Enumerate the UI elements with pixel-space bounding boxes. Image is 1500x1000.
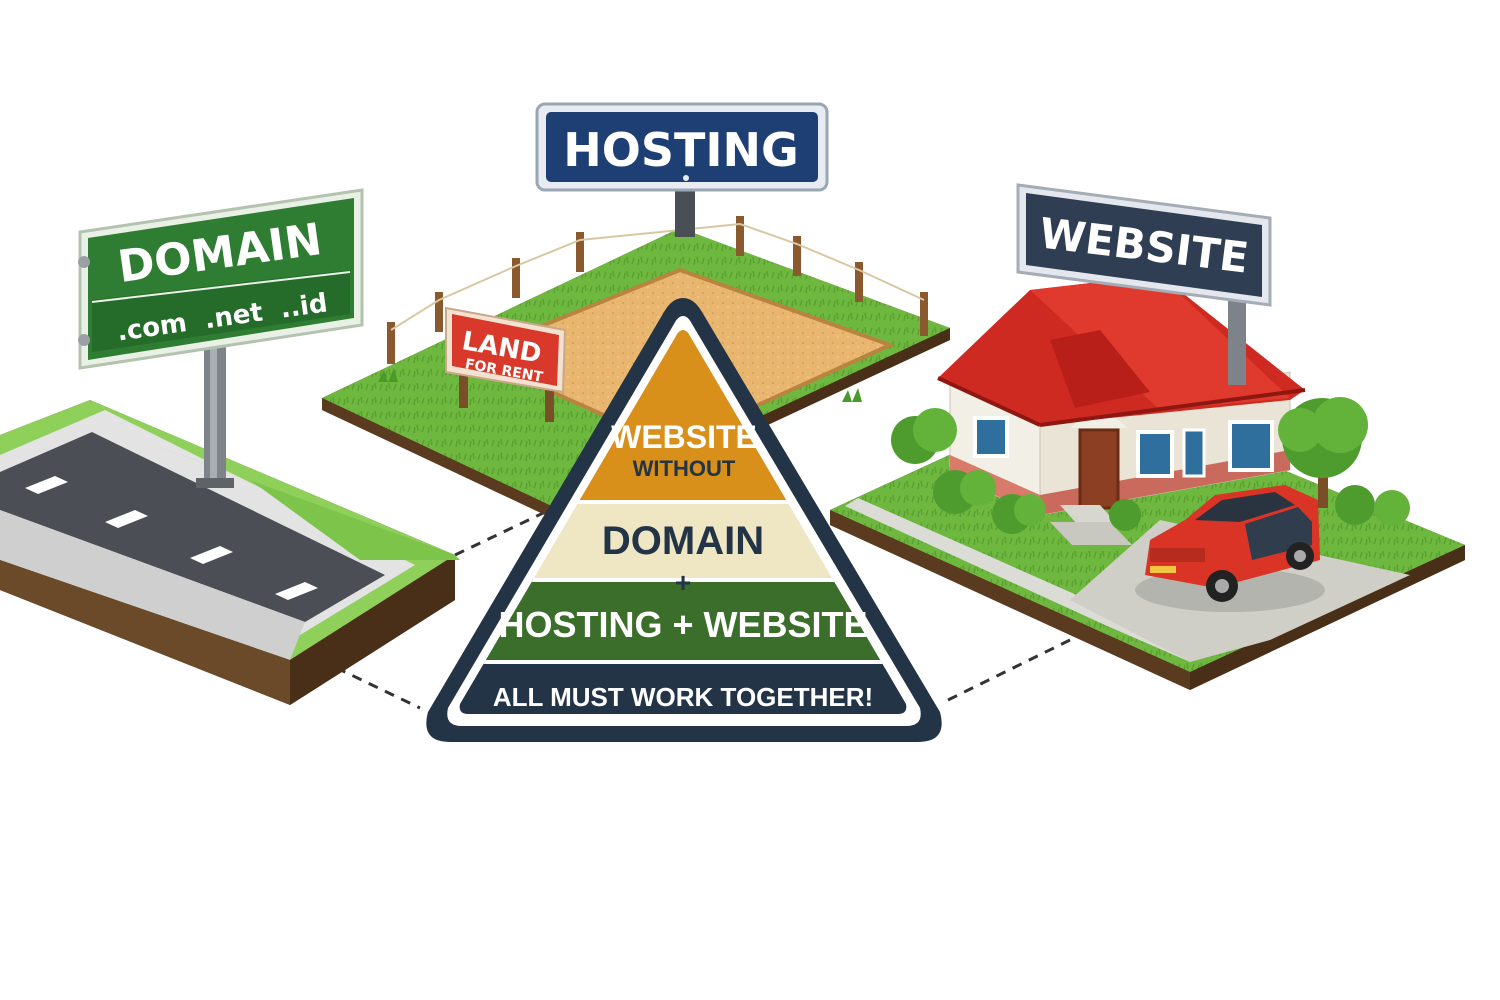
pyramid-plus: +	[675, 567, 691, 598]
fence-posts	[387, 216, 928, 364]
pyramid-tier3: HOSTING + WEBSITE	[498, 604, 867, 645]
hosting-sign-title: HOSTING	[563, 123, 798, 177]
red-car	[1135, 485, 1325, 612]
pyramid-warning-sign: WEBSITE WITHOUT DOMAIN + HOSTING + WEBSI…	[426, 298, 942, 742]
house-door	[1078, 428, 1120, 510]
shrubs	[891, 397, 1410, 534]
house-tile	[830, 275, 1465, 690]
pyramid-tier1-line1: WEBSITE	[611, 419, 757, 455]
pyramid-tier-navy	[459, 662, 907, 714]
domain-sign: DOMAIN .com .net ..id	[78, 188, 364, 488]
road-tile	[0, 400, 460, 705]
pyramid-tier-green	[459, 580, 907, 662]
pyramid-tier2: DOMAIN	[602, 519, 764, 563]
website-sign: WEBSITE	[1016, 183, 1272, 385]
pyramid-tier4: ALL MUST WORK TOGETHER!	[493, 682, 873, 712]
hosting-sign: HOSTING	[535, 102, 829, 237]
pyramid-tier1-line2: WITHOUT	[633, 456, 736, 481]
